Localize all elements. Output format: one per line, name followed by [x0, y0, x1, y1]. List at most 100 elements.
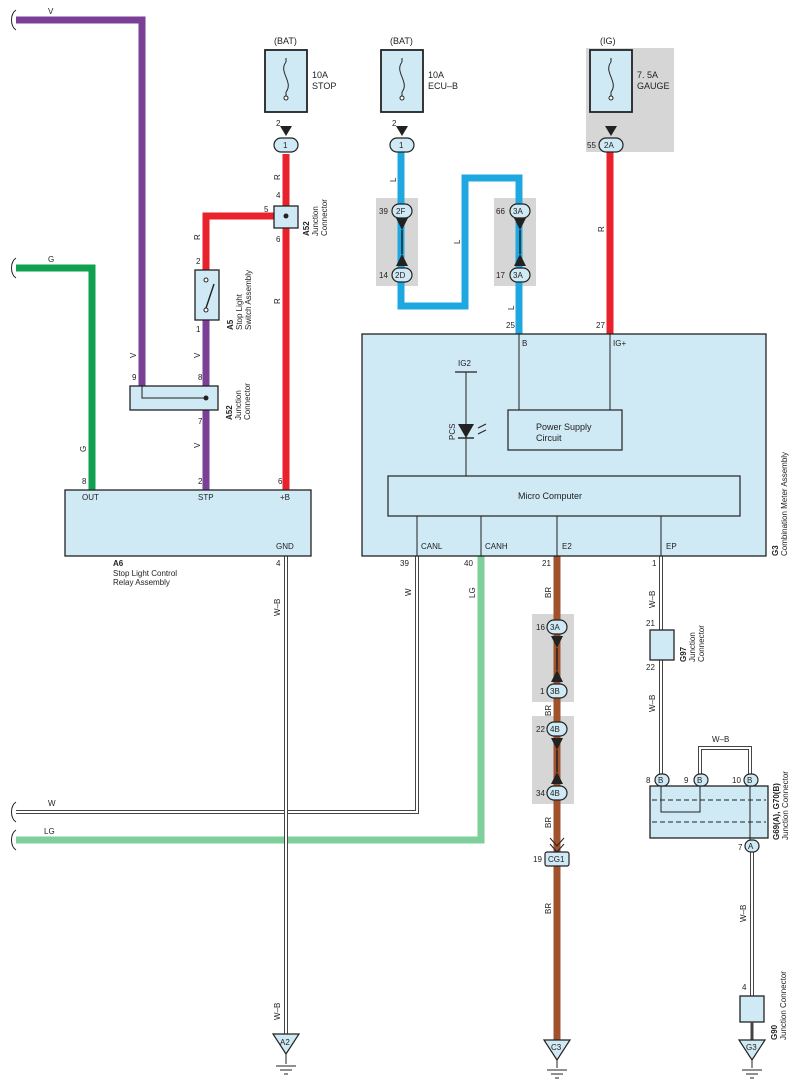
pin-number: 22: [536, 725, 545, 734]
pin-number: 40: [464, 559, 473, 568]
pin-number: 16: [536, 623, 545, 632]
connector-cg1: 19 CG1: [533, 837, 570, 867]
component-name: Junction Connector: [781, 771, 790, 840]
wire-label: BR: [544, 587, 553, 598]
pin-number: 5: [264, 205, 269, 214]
wire-label: W–B: [739, 905, 748, 922]
pin-label: E2: [562, 542, 572, 551]
pin-label: +B: [280, 493, 290, 502]
connector-label: 2D: [395, 271, 405, 280]
fuse-name: ECU–B: [428, 81, 458, 91]
wire-label: W: [404, 588, 413, 596]
wire-label: LG: [468, 587, 477, 598]
component-id: G90: [770, 1024, 779, 1040]
ground-label: C3: [551, 1043, 562, 1052]
component-id: A52: [302, 221, 311, 236]
splice-2f-2d: 39 2F 14 2D: [379, 203, 413, 283]
wire-label: R: [273, 298, 282, 304]
pin-number: 22: [646, 663, 655, 672]
component-id: G3: [771, 545, 780, 556]
component-name: Junction: [234, 390, 243, 420]
wire-end-bracket: [11, 257, 17, 279]
fuse-gauge: (IG) 7. 5A GAUGE 55 2A: [587, 36, 670, 153]
wire-light-green: [16, 556, 485, 844]
pin-number: 34: [536, 789, 545, 798]
connector-label: B: [658, 776, 663, 785]
fuse-source-label: (BAT): [390, 36, 413, 46]
light-emission-icon: [477, 423, 487, 435]
pin-label: GND: [276, 542, 294, 551]
pin-number: 6: [278, 477, 283, 486]
g97-junction: 21 22 G97 Junction Connector: [646, 619, 706, 672]
g90-junction: 4 G90 Junction Connector: [739, 971, 788, 1040]
wire-label: G: [79, 446, 88, 452]
ground-label: A2: [280, 1038, 290, 1047]
splice-arrow-icon: [551, 636, 563, 682]
pin-number: 8: [82, 477, 87, 486]
pin-number: 2: [276, 119, 281, 128]
fuse-source-label: (IG): [600, 36, 616, 46]
pin-number: 4: [276, 191, 281, 200]
fuse-name: STOP: [312, 81, 336, 91]
pin-number: 4: [742, 983, 747, 992]
wire-label: V: [193, 352, 202, 358]
terminal-arrow-icon: [605, 126, 617, 136]
wire-label: L: [507, 305, 516, 310]
component-name: Junction: [311, 206, 320, 236]
pin-number: 10: [732, 776, 741, 785]
wire-label: BR: [544, 817, 553, 828]
ground-c3: C3: [542, 1039, 572, 1079]
wire-end-bracket: [11, 801, 17, 823]
wire-color-label: W–B: [712, 735, 729, 744]
wire-label: W–B: [648, 591, 657, 608]
led-icon: [458, 424, 474, 438]
connector-label: 4B: [550, 725, 560, 734]
vertical-wire-labels: V V V G R R R R L L L W LG BR BR BR BR W…: [79, 174, 748, 1020]
fuse-source-label: (BAT): [274, 36, 297, 46]
connector-label: 3A: [513, 207, 523, 216]
wire-label: V: [129, 352, 138, 358]
component-id: A52: [225, 405, 234, 420]
component-name: Connector: [697, 625, 706, 662]
wire-label: L: [389, 177, 398, 182]
splice-3a: 66 3A 17 3A: [496, 203, 531, 283]
component-name: Combination Meter Assembly: [780, 452, 789, 556]
component-name: Switch Assembly: [244, 270, 253, 330]
pin-number: 14: [379, 271, 388, 280]
g3-combination-meter: 25 27 B IG+ Power Supply Circuit IG2 PCS…: [361, 321, 789, 568]
wire-label: G: [48, 255, 54, 264]
pin-number: 1: [652, 559, 657, 568]
wire-label: R: [273, 174, 282, 180]
terminal-arrow-icon: [280, 126, 292, 136]
terminal-arrow-icon: [396, 126, 408, 136]
connector-label: 4B: [550, 789, 560, 798]
pin-number: 9: [684, 776, 689, 785]
pin-number: 1: [196, 325, 201, 334]
wire-label: LG: [44, 827, 55, 836]
fuse-stop: (BAT) 10A STOP 2 1: [264, 36, 336, 153]
component-id: G69(A), G70(B): [772, 783, 781, 840]
pin-number: 7: [198, 417, 203, 426]
fuse-rating: 10A: [428, 70, 444, 80]
wire-label: R: [597, 226, 606, 232]
switch-contact-icon: [205, 283, 215, 309]
ground-icon: [271, 1033, 301, 1056]
pin-number: 27: [596, 321, 605, 330]
wire-label: W–B: [648, 695, 657, 712]
wire-end-bracket: [11, 829, 17, 851]
pin-label: EP: [666, 542, 677, 551]
power-supply-label: Power Supply: [536, 422, 592, 432]
wire-white-core: [16, 556, 418, 813]
ground-g3: G3: [737, 1039, 767, 1079]
pin-number: 39: [400, 559, 409, 568]
pin-number: 2: [196, 257, 201, 266]
wire-label: V: [193, 442, 202, 448]
ground-icon: [542, 1039, 572, 1062]
micro-computer-label: Micro Computer: [518, 491, 582, 501]
pin-number: 25: [506, 321, 515, 330]
pin-label: B: [522, 339, 527, 348]
wire-wb-loop-core: [699, 747, 751, 780]
splice-3a-3b: 16 3A 1 3B: [536, 619, 568, 699]
ground-icon: [737, 1039, 767, 1062]
pin-label: STP: [198, 493, 214, 502]
